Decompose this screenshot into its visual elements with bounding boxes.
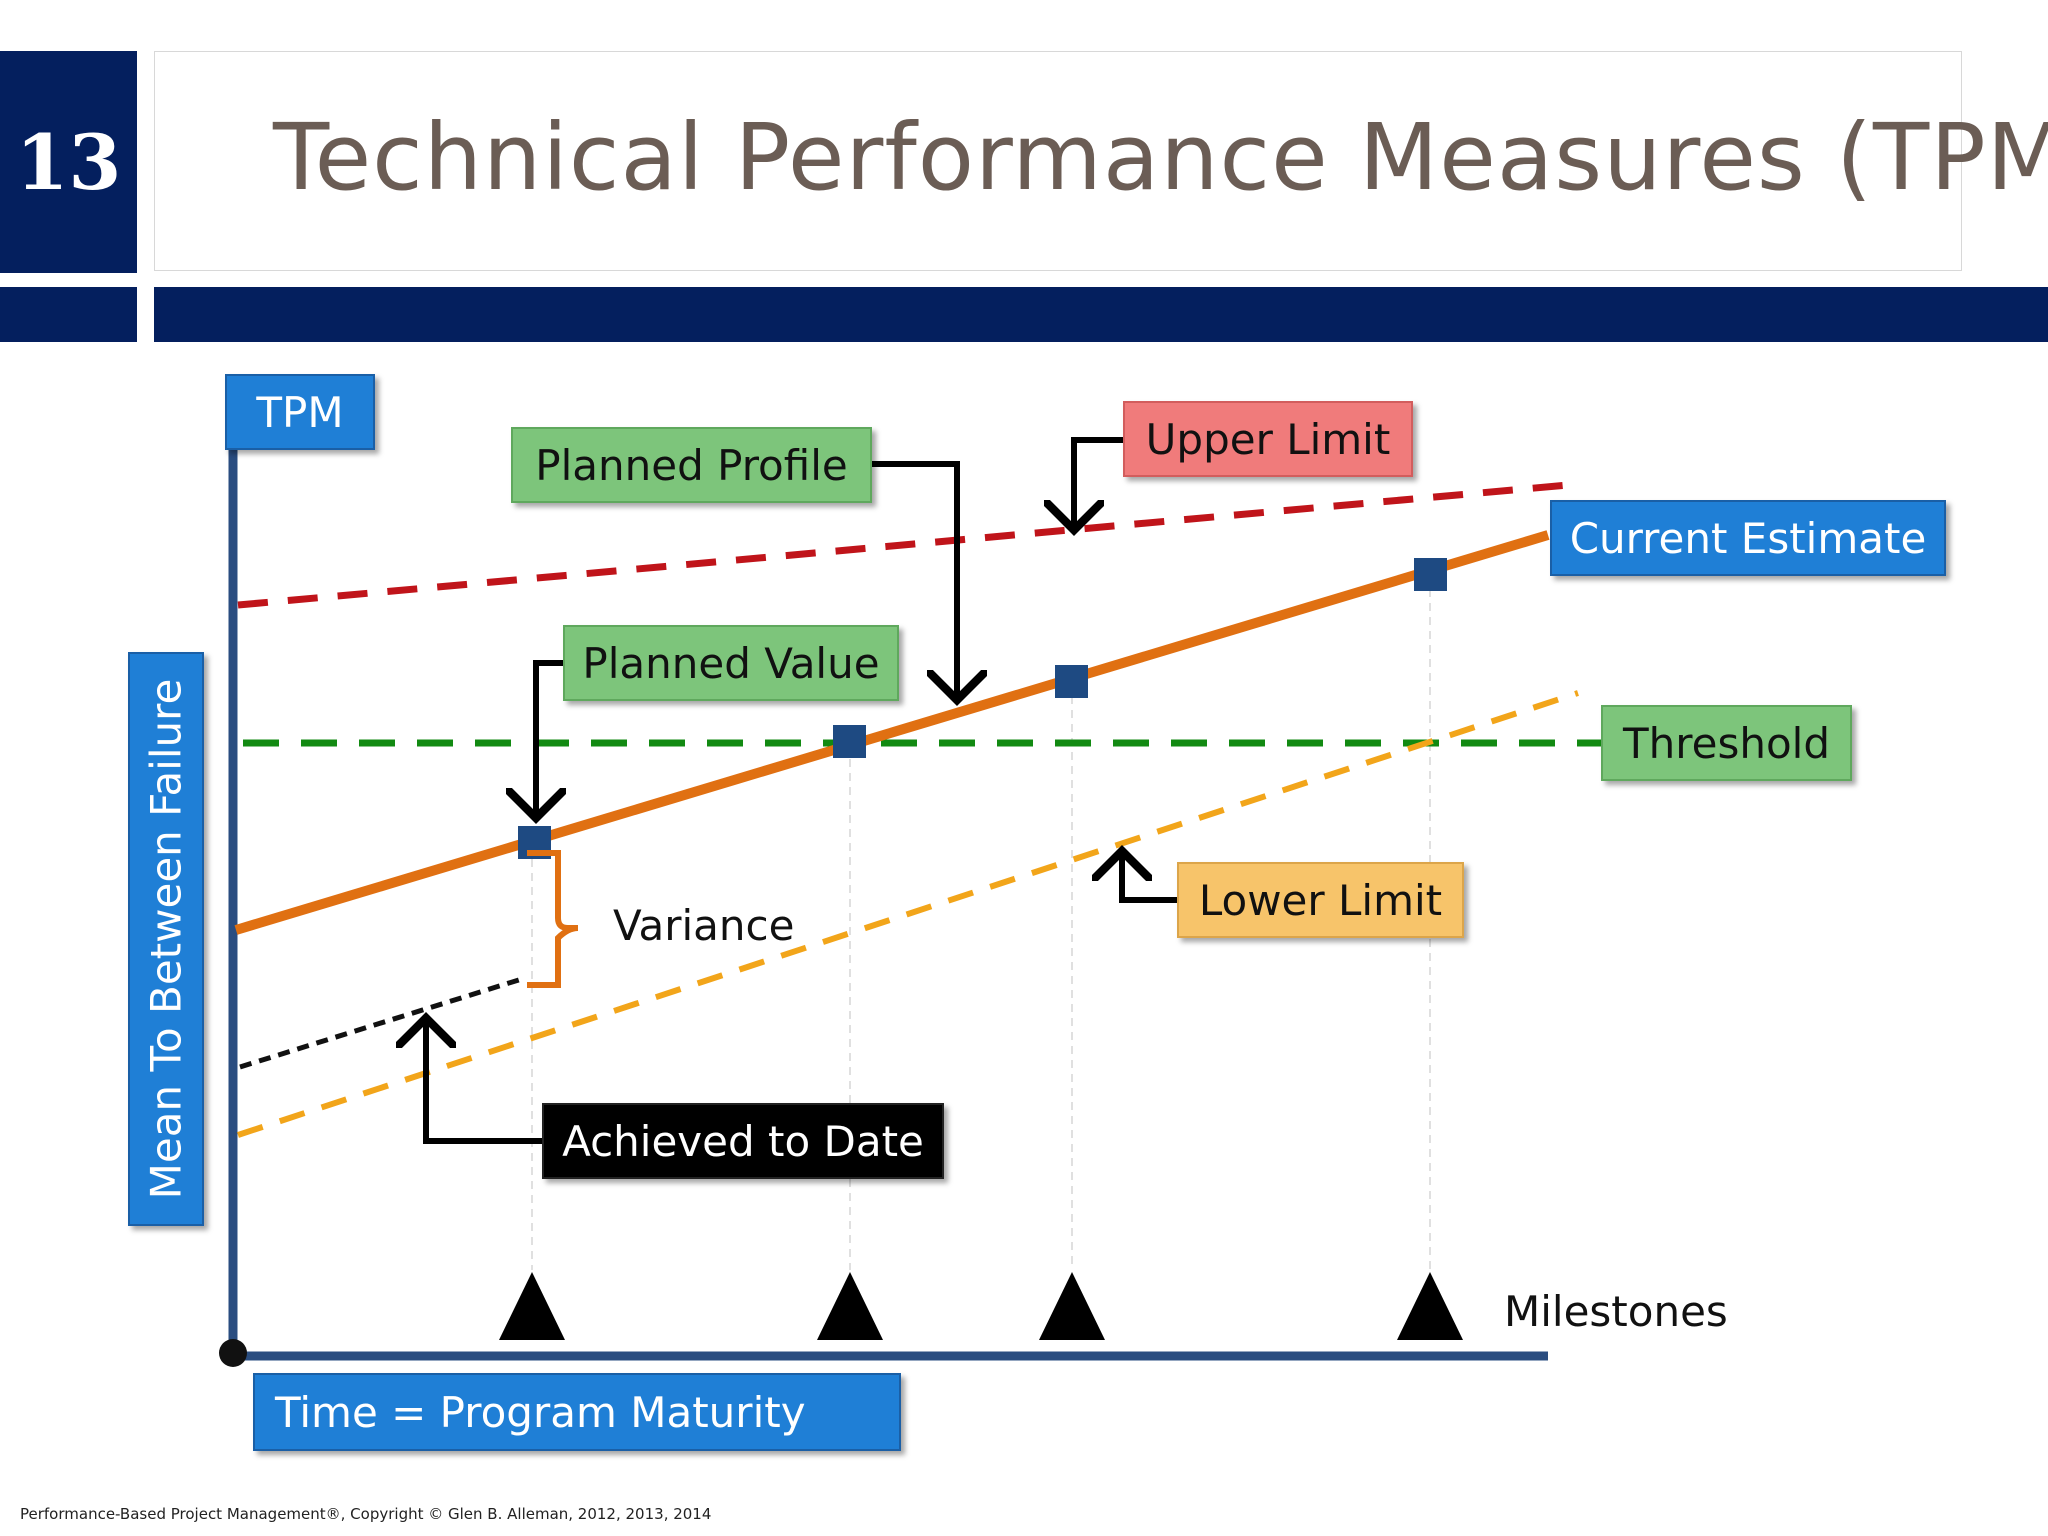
milestone-triangle-3 <box>1039 1272 1105 1340</box>
page-title: Technical Performance Measures (TPM) <box>273 104 2048 211</box>
axis-origin <box>219 1339 247 1367</box>
planned-value-marker-2 <box>833 725 866 758</box>
y-axis-label-box: Mean To Between Failure <box>128 652 204 1226</box>
threshold-label: Threshold <box>1601 705 1852 781</box>
slide-number: 13 <box>0 51 137 273</box>
tpm-axis-label: TPM <box>225 374 375 450</box>
planned-profile-arrow <box>872 461 957 700</box>
variance-label: Variance <box>613 901 795 950</box>
achieved-to-date-label: Achieved to Date <box>542 1103 944 1179</box>
milestone-triangle-4 <box>1397 1272 1463 1340</box>
variance-bracket <box>527 850 579 988</box>
current-estimate-label: Current Estimate <box>1550 500 1946 576</box>
lower-limit-label: Lower Limit <box>1177 862 1464 938</box>
milestone-triangle-1 <box>499 1272 565 1340</box>
achieved-arrow <box>426 1018 543 1144</box>
upper-limit-arrow <box>1074 437 1126 530</box>
lower-limit-line <box>237 690 1579 1138</box>
x-axis-label: Time = Program Maturity <box>253 1373 901 1451</box>
upper-limit-label: Upper Limit <box>1123 401 1413 477</box>
lower-limit-arrow <box>1122 851 1178 903</box>
planned-value-marker-4 <box>1414 558 1447 591</box>
upper-limit-line <box>237 481 1569 609</box>
planned-profile-label: Planned Profile <box>511 427 872 503</box>
header-bar-left <box>0 287 137 342</box>
achieved-line <box>239 975 526 1070</box>
milestones-label: Milestones <box>1504 1287 1728 1336</box>
header-bar-right <box>154 287 2048 342</box>
planned-profile-line <box>234 530 1550 935</box>
footer-copyright: Performance-Based Project Management®, C… <box>20 1505 712 1523</box>
y-axis-label: Mean To Between Failure <box>141 678 191 1200</box>
planned-value-marker-3 <box>1055 665 1088 698</box>
planned-value-arrow <box>536 660 565 818</box>
planned-value-label: Planned Value <box>563 625 899 701</box>
title-box: Technical Performance Measures (TPM) <box>154 51 2048 271</box>
milestone-triangle-2 <box>817 1272 883 1340</box>
